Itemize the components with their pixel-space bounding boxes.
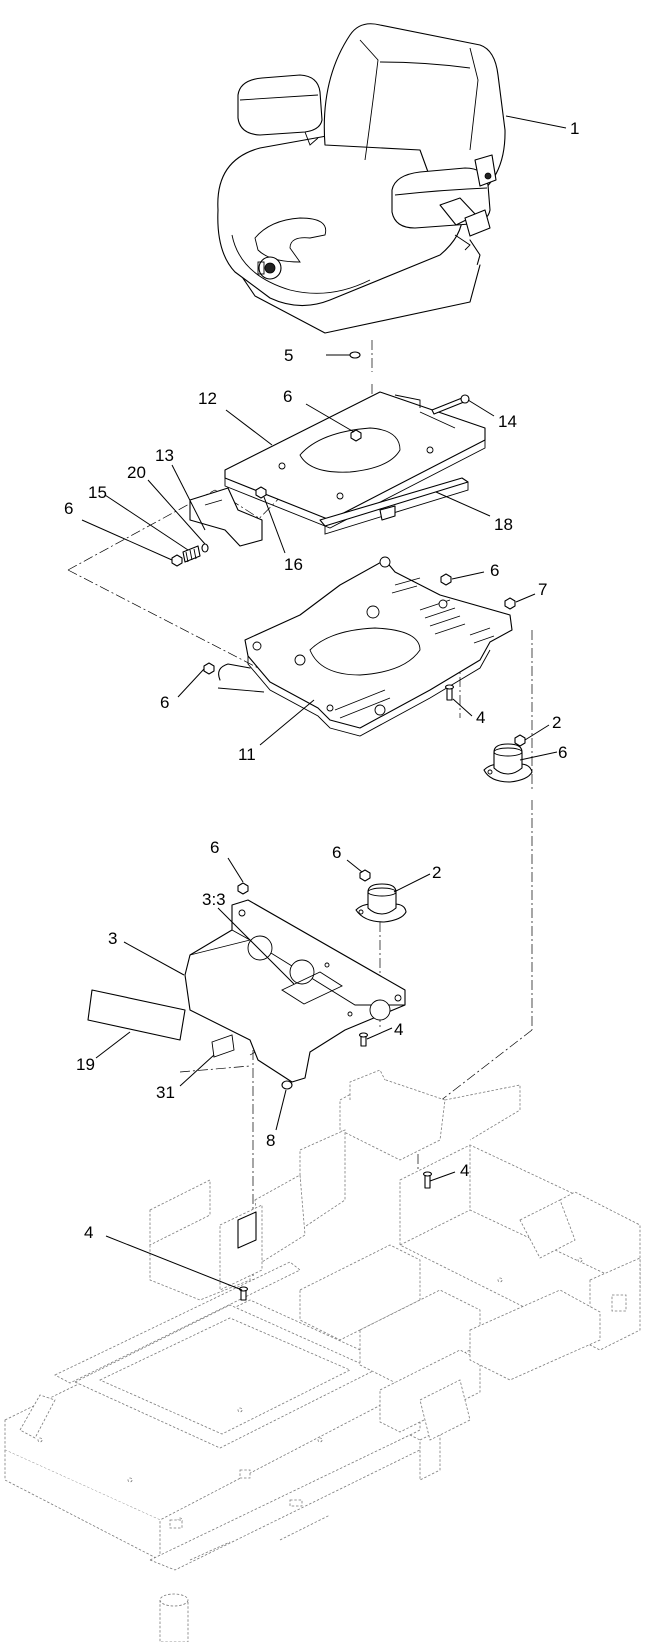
callout-20: 20: [127, 463, 146, 482]
callout-4: 4: [476, 708, 485, 727]
callout-19: 19: [76, 1055, 95, 1074]
callout-7: 7: [538, 580, 547, 599]
callout-4: 4: [84, 1223, 93, 1242]
callout-14: 14: [498, 412, 517, 431]
callout-6: 6: [283, 387, 292, 406]
callout-12: 12: [198, 389, 217, 408]
callout-6: 6: [160, 693, 169, 712]
callout-6: 6: [64, 499, 73, 518]
isolator-mount-left: [355, 869, 407, 923]
callout-31: 31: [156, 1083, 175, 1102]
callout-labels: 1 5 12 6 14 13 20 15 6 16 18 6 7 6 4 11 …: [64, 119, 579, 1242]
seat-assembly: [217, 23, 506, 334]
callout-6: 6: [332, 843, 341, 862]
tractor-frame: [4, 1069, 641, 1642]
callout-18: 18: [494, 515, 513, 534]
callout-16: 16: [284, 555, 303, 574]
callout-1: 1: [570, 119, 579, 138]
callout-6: 6: [490, 561, 499, 580]
callout-3: 3: [108, 929, 117, 948]
leader-lines: [81, 115, 567, 1291]
callout-6: 6: [210, 838, 219, 857]
callout-13: 13: [155, 446, 174, 465]
callout-5: 5: [284, 346, 293, 365]
callout-4: 4: [394, 1020, 403, 1039]
seat-latch-parts: [171, 487, 263, 567]
isolator-mount-right: [483, 734, 533, 783]
decal-19: [87, 989, 186, 1041]
frame-fasteners: [237, 1171, 433, 1301]
callout-3-3: 3:3: [202, 890, 226, 909]
callout-4: 4: [460, 1161, 469, 1180]
callout-2: 6: [558, 743, 567, 762]
callout-11: 11: [238, 745, 256, 764]
seat-mounting-plate: [224, 351, 486, 535]
seat-suspension-plate: [203, 556, 516, 737]
callout-8: 8: [266, 1131, 275, 1150]
seat-base-plate: [184, 882, 406, 1090]
callout-15: 15: [88, 483, 107, 502]
callout-6: 2: [552, 713, 561, 732]
callout-2: 2: [432, 863, 441, 882]
